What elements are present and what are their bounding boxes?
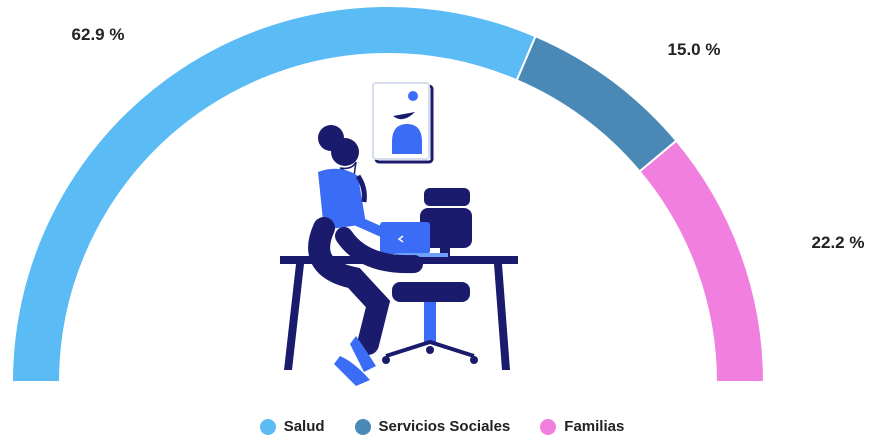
legend-label-familias: Familias [564, 418, 625, 435]
chart-arcs [10, 5, 766, 383]
legend-item-familias[interactable]: Familias [540, 418, 624, 435]
chart-value-labels: 62.9 % 15.0 % 22.2 % [72, 25, 865, 252]
legend-swatch-salud [259, 418, 276, 435]
chart-legend: Salud Servicios Sociales Familias [0, 418, 884, 435]
legend-item-servicios-sociales[interactable]: Servicios Sociales [354, 418, 511, 435]
legend-label-salud: Salud [283, 418, 325, 435]
value-label-servicios-sociales: 15.0 % [668, 40, 721, 59]
legend-item-salud[interactable]: Salud [259, 418, 325, 435]
legend-swatch-servicios-sociales [354, 418, 371, 435]
legend-swatch-familias [540, 418, 557, 435]
value-label-salud: 62.9 % [72, 25, 125, 44]
value-label-familias: 22.2 % [812, 233, 865, 252]
arc-servicios-sociales[interactable] [515, 34, 678, 173]
legend-label-servicios-sociales: Servicios Sociales [378, 418, 511, 435]
woman-on-phone-at-desk-icon [280, 82, 518, 386]
arc-familias[interactable] [638, 139, 766, 383]
